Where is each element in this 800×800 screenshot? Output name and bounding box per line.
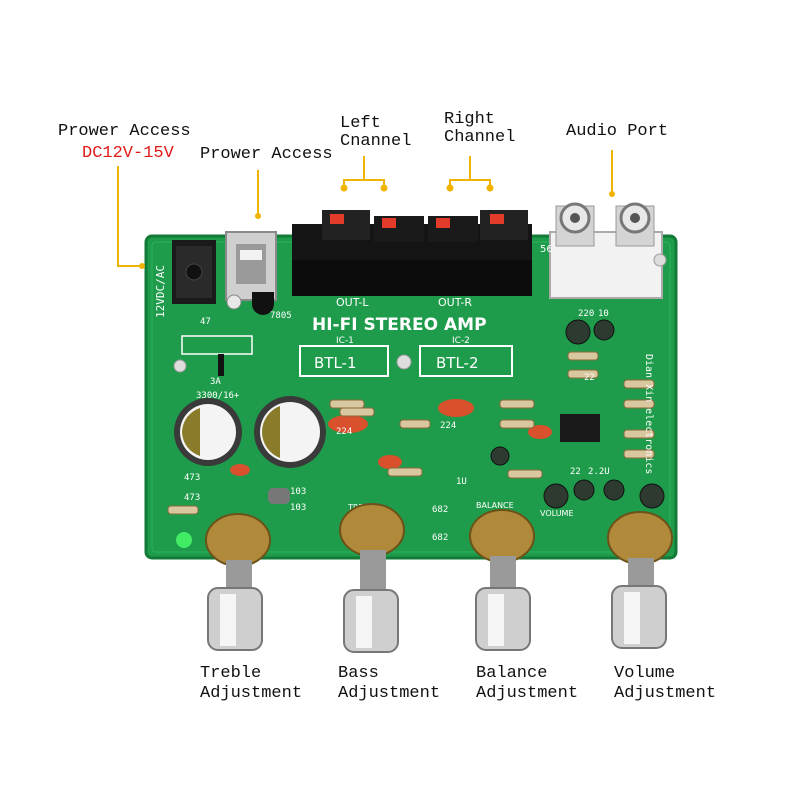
left-channel-label-2: Cnannel (340, 132, 412, 151)
svg-text:473: 473 (184, 473, 200, 483)
svg-text:OUT-R: OUT-R (438, 296, 472, 309)
svg-text:22: 22 (584, 373, 595, 383)
svg-text:7805: 7805 (270, 311, 292, 321)
rca-audio-input (549, 202, 663, 299)
svg-text:BTL-2: BTL-2 (436, 354, 479, 372)
right-channel-label-2: Channel (444, 128, 516, 147)
svg-text:103: 103 (290, 503, 306, 513)
svg-text:2.2U: 2.2U (588, 467, 610, 477)
callout-dots (139, 184, 615, 269)
bass-label-2: Adjustment (338, 684, 441, 703)
svg-text:3A: 3A (210, 377, 221, 387)
callout-line-right (449, 156, 491, 186)
callout-line-dc (117, 166, 142, 267)
svg-text:682: 682 (432, 533, 448, 543)
svg-text:56: 56 (540, 244, 553, 255)
svg-text:IC-2: IC-2 (452, 336, 470, 346)
svg-text:OUT-L: OUT-L (336, 296, 369, 309)
volume-label-1: Volume (614, 664, 676, 683)
svg-text:220: 220 (578, 309, 594, 319)
speaker-terminals (292, 210, 532, 296)
svg-text:224: 224 (440, 421, 456, 431)
filter-capacitors (174, 396, 326, 468)
svg-text:224: 224 (336, 427, 352, 437)
svg-text:BALANCE: BALANCE (476, 501, 514, 510)
callout-line-left (343, 156, 385, 186)
potentiometers (205, 503, 673, 653)
callout-lines (117, 150, 613, 267)
board-title: HI-FI STEREO AMP (312, 315, 487, 335)
left-channel-label-1: Left (340, 114, 381, 133)
small-capacitors (490, 319, 665, 509)
svg-text:IC-1: IC-1 (336, 336, 354, 346)
opamp-chip (560, 414, 600, 442)
balance-label-1: Balance (476, 664, 548, 683)
balance-label-2: Adjustment (476, 684, 579, 703)
svg-text:1U: 1U (456, 477, 467, 487)
power-access-dc-label: Prower Access (58, 122, 191, 141)
usb-port (225, 231, 277, 301)
bass-label-1: Bass (338, 664, 379, 683)
right-channel-label-1: Right (444, 110, 496, 129)
power-spec-label: DC12V-15V (82, 144, 174, 163)
svg-text:10: 10 (598, 309, 609, 319)
audio-port-label: Audio Port (566, 122, 669, 141)
svg-text:682: 682 (432, 505, 448, 515)
input-label: 12VDC/AC (154, 265, 167, 318)
treble-label-1: Treble (200, 664, 262, 683)
svg-text:473: 473 (184, 493, 200, 503)
volume-label-2: Adjustment (614, 684, 717, 703)
power-access-usb-label: Prower Access (200, 145, 333, 164)
svg-text:103: 103 (290, 487, 306, 497)
svg-text:BTL-1: BTL-1 (314, 354, 357, 372)
svg-text:22: 22 (570, 467, 581, 477)
svg-text:VOLUME: VOLUME (540, 509, 574, 518)
svg-text:47: 47 (200, 317, 211, 327)
dc-jack (172, 240, 216, 304)
svg-text:3300/16+: 3300/16+ (196, 391, 240, 401)
svg-text:Dian Xin electronics: Dian Xin electronics (643, 354, 654, 474)
treble-label-2: Adjustment (200, 684, 303, 703)
